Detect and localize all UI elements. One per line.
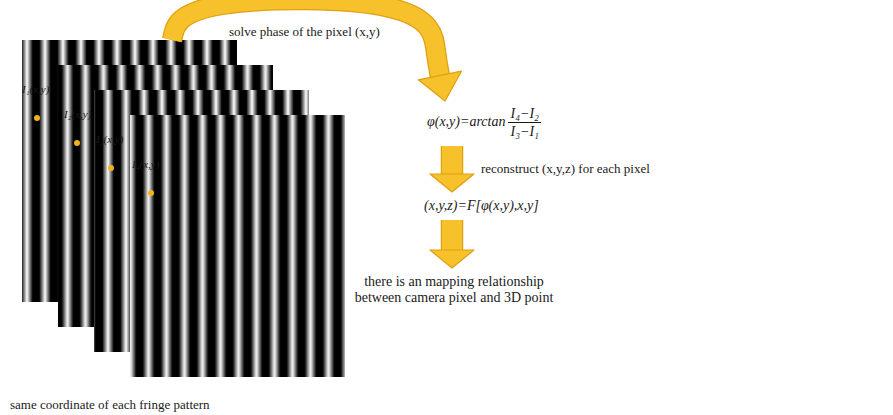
caption-text: same coordinate of each fringe pattern	[10, 397, 210, 413]
pixel-dot	[148, 190, 154, 196]
block-arrow	[172, 0, 461, 101]
numerator: I₄−I₂	[508, 105, 541, 123]
node-text: there is an mapping relationship between…	[355, 274, 554, 305]
arrow-outline	[441, 146, 464, 174]
reconstruct-formula: (x,y,z)=F[φ(x,y),x,y]	[422, 196, 541, 216]
block-arrow	[430, 146, 474, 192]
arrow-head	[430, 174, 474, 192]
node-text: (x,y,z)=F[φ(x,y),x,y]	[424, 198, 539, 213]
node-text: I₄(x,y)	[132, 157, 159, 171]
arrow-head	[430, 250, 474, 268]
arrow-head	[418, 71, 461, 101]
fraction: I₄−I₂I₃−I₁	[508, 105, 541, 140]
denominator: I₃−I₁	[508, 123, 541, 140]
node-text: I₃(x,y)	[96, 132, 123, 146]
arrow-outline	[441, 220, 464, 250]
arrow-outline	[172, 0, 440, 75]
pixel-dot	[34, 115, 40, 121]
edge-label: reconstruct (x,y,z) for each pixel	[480, 161, 651, 177]
pixel-dot	[74, 140, 80, 146]
node-text: I₁(x,y)	[22, 82, 49, 96]
pixel-dot	[108, 165, 114, 171]
phase-formula: φ(x,y)=arctanI₄−I₂I₃−I₁	[425, 103, 543, 142]
edge-label: solve phase of the pixel (x,y)	[228, 24, 381, 40]
block-arrow	[430, 220, 474, 268]
arrow-body	[442, 220, 462, 250]
arrow-body	[172, 0, 440, 75]
fringe-stack: I₁(x,y) I₂(x,y) I₃(x,y) I₄(x,y) same coordin…	[8, 38, 353, 413]
formula-text: φ(x,y)=arctan	[427, 114, 505, 129]
node-text: I₂(x,y)	[64, 107, 91, 121]
fringe-pattern	[130, 115, 345, 377]
arrow-body	[442, 146, 462, 174]
mapping-note: there is an mapping relationship between…	[344, 272, 564, 308]
